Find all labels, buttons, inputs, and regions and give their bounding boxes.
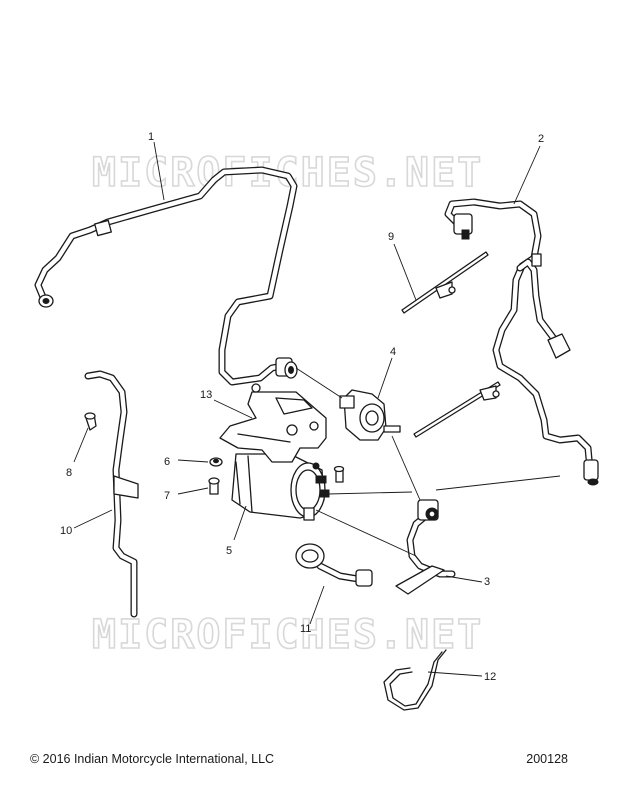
callout-7: 7 — [164, 490, 170, 502]
part-bolt-canister[interactable] — [333, 465, 345, 483]
callout-1: 1 — [148, 131, 154, 143]
document-number: 200128 — [526, 752, 568, 766]
connection-lines — [295, 367, 561, 557]
part-1-hose[interactable] — [34, 166, 298, 386]
callout-2: 2 — [538, 133, 544, 145]
callout-4: 4 — [390, 346, 396, 358]
part-2-hose[interactable] — [444, 198, 599, 486]
callout-5: 5 — [226, 545, 232, 557]
part-4-valve[interactable] — [339, 389, 401, 441]
callout-6: 6 — [164, 456, 170, 468]
watermark-bottom: MICROFICHES.NET — [92, 612, 483, 658]
callout-9: 9 — [388, 231, 394, 243]
part-3-hose[interactable] — [395, 499, 456, 595]
part-13-bracket[interactable] — [219, 383, 327, 470]
part-10-hose[interactable] — [84, 370, 139, 618]
callout-10: 10 — [60, 525, 72, 537]
part-5-canister[interactable] — [231, 453, 330, 521]
callout-8: 8 — [66, 467, 72, 479]
callout-12: 12 — [484, 671, 496, 683]
callout-3: 3 — [484, 576, 490, 588]
callout-13: 13 — [200, 389, 212, 401]
part-8-clip[interactable] — [84, 412, 97, 431]
copyright-text: © 2016 Indian Motorcycle International, … — [30, 752, 275, 766]
part-7-bolt[interactable] — [208, 477, 220, 495]
callout-11: 11 — [300, 623, 311, 635]
part-12-strap[interactable] — [383, 649, 447, 711]
part-9-cable-tie[interactable] — [401, 251, 489, 314]
part-cable-tie-2[interactable] — [413, 381, 501, 438]
callout-leaders — [73, 141, 541, 677]
part-11-hose[interactable] — [295, 543, 373, 587]
part-6-nut[interactable] — [209, 457, 223, 467]
